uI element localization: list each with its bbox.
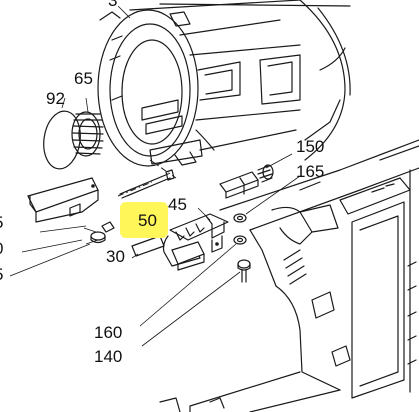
motor-housing bbox=[97, 0, 351, 167]
edge-label-2: 0 bbox=[0, 240, 3, 257]
part-label-65: 65 bbox=[74, 69, 93, 88]
screw-160-140 bbox=[139, 243, 251, 347]
part-label-50: 50 bbox=[138, 211, 157, 230]
part-label-45: 45 bbox=[168, 195, 187, 214]
brush-holder-45 bbox=[169, 207, 229, 253]
part-label-92: 92 bbox=[46, 89, 65, 108]
highlight-marker bbox=[120, 202, 168, 238]
part-label-30: 30 bbox=[106, 247, 125, 266]
threaded-ring-65 bbox=[71, 97, 104, 157]
part-label-150: 150 bbox=[296, 137, 325, 156]
leader-3 bbox=[117, 5, 131, 19]
screw-left bbox=[9, 221, 115, 277]
part-label-160: 160 bbox=[94, 323, 123, 342]
part-label-3: 3 bbox=[108, 0, 118, 10]
base-frame bbox=[159, 139, 419, 412]
part-label-165: 165 bbox=[296, 162, 325, 181]
terminal-150 bbox=[219, 153, 293, 199]
edge-label-1: 5 bbox=[0, 214, 3, 231]
part-label-140: 140 bbox=[94, 347, 123, 366]
edge-label-3: 5 bbox=[0, 266, 3, 283]
o-ring-92 bbox=[43, 97, 81, 170]
shaft-rod bbox=[117, 159, 177, 199]
washer-165 bbox=[233, 175, 301, 245]
cover-plate bbox=[27, 177, 99, 223]
carbon-brush-30 bbox=[131, 235, 205, 271]
